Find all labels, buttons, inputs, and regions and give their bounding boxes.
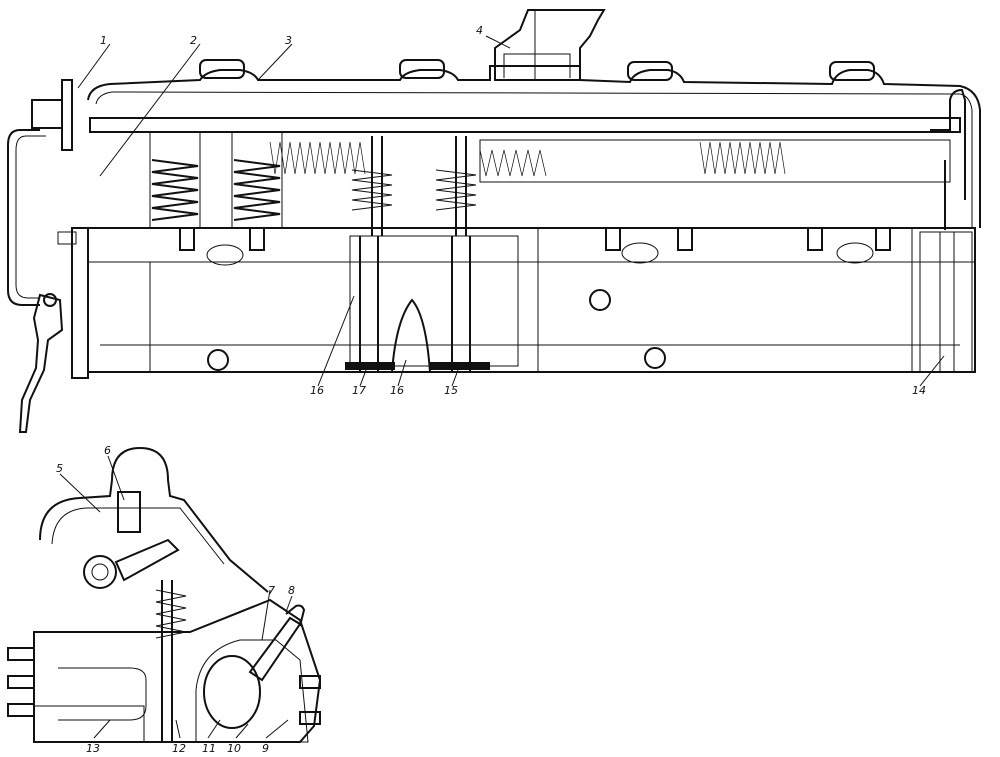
- callout-9: 9: [262, 742, 269, 755]
- control-lever: [18, 293, 64, 433]
- valve-section: [345, 136, 519, 373]
- longitudinal-section: [7, 9, 981, 433]
- rocker-shaft-end: [83, 555, 117, 589]
- cross-leader-lines: [59, 455, 293, 739]
- callout-12: 12: [172, 742, 186, 755]
- callout-labels: 1 2 3 4 5 6 7 8 9 10 11 12 13 14 15 16 1…: [56, 24, 926, 755]
- leader-lines: [77, 35, 945, 387]
- oil-pipe: [7, 129, 40, 306]
- callout-1: 1: [100, 34, 107, 47]
- callout-5: 5: [56, 462, 63, 475]
- callout-13: 13: [86, 742, 100, 755]
- callout-4: 4: [476, 24, 483, 37]
- callout-7: 7: [268, 584, 275, 597]
- breather-cap: [494, 9, 606, 81]
- callout-15: 15: [444, 384, 458, 397]
- port-oval: [206, 242, 874, 371]
- cross-section: [7, 446, 322, 743]
- callout-16b: 16: [390, 384, 404, 397]
- side-stud: [7, 647, 321, 725]
- cross-section-cover: [39, 446, 269, 593]
- callout-16a: 16: [310, 384, 324, 397]
- rocker-shaft: [89, 117, 961, 133]
- callout-17: 17: [352, 384, 366, 397]
- callout-8: 8: [288, 584, 295, 597]
- cover-bolt: [199, 59, 875, 81]
- callout-14: 14: [912, 384, 926, 397]
- valve-cover: [87, 65, 981, 228]
- callout-3: 3: [285, 34, 292, 47]
- stud-nut: [179, 227, 891, 251]
- callout-6: 6: [104, 444, 111, 457]
- injector: [248, 616, 302, 682]
- callout-11: 11: [202, 742, 216, 755]
- rocker-arm: [114, 538, 180, 582]
- shaft-spring: [269, 141, 786, 177]
- cylinder-head: [72, 227, 976, 373]
- valve-spring: [149, 131, 283, 229]
- callout-10: 10: [227, 742, 241, 755]
- callout-2: 2: [190, 34, 197, 47]
- combustion-chamber: [203, 655, 261, 729]
